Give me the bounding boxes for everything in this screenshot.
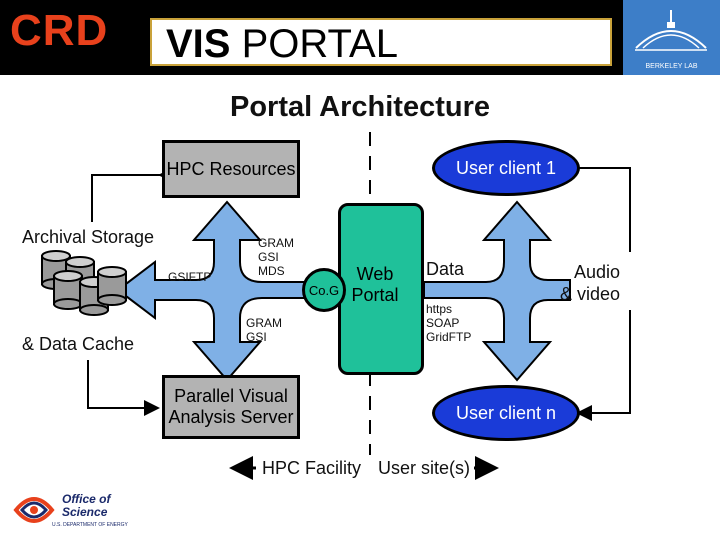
- cache-to-parallel-line: [87, 360, 160, 416]
- vis-portal-banner: VIS PORTAL: [150, 18, 612, 66]
- user-sites-label: User site(s): [378, 458, 471, 478]
- data-label: Data: [426, 259, 465, 279]
- web-portal-label: Web Portal: [351, 264, 399, 305]
- banner-bold: VIS: [166, 22, 231, 66]
- storage-to-hpc-line: [91, 167, 174, 222]
- lab-logo-text: BERKELEY LAB: [645, 63, 698, 70]
- protocol-labels: https SOAP GridFTP: [426, 302, 471, 344]
- database-stack-icon: [41, 250, 127, 316]
- https-label: https: [426, 302, 453, 316]
- cog-node: Co.G: [302, 268, 346, 312]
- hpc-arrow-shape: [116, 200, 341, 382]
- office-of-science-text: Office of Science: [62, 493, 110, 519]
- doe-text: U.S. DEPARTMENT OF ENERGY: [52, 522, 128, 528]
- video-label: & video: [559, 284, 620, 304]
- soap-label: SOAP: [426, 316, 460, 330]
- office-of-science-logo-icon: [13, 497, 55, 523]
- archival-storage-label: Archival Storage: [22, 227, 155, 247]
- gram-label: GRAM: [258, 236, 294, 250]
- hpc-resources-box: HPC Resources: [162, 140, 300, 198]
- gsi-label: GSI: [246, 330, 267, 344]
- gram-label: GRAM: [246, 316, 282, 330]
- banner-rest: PORTAL: [230, 22, 398, 66]
- crd-logo: CRD: [10, 6, 109, 55]
- office-line-2: Science: [62, 505, 108, 519]
- data-cache-label: & Data Cache: [22, 334, 135, 354]
- gridftp-label: GridFTP: [426, 330, 472, 344]
- gram-top-labels: GRAM GSI MDS: [258, 236, 294, 278]
- gsiftp-label: GSIFTP: [168, 270, 212, 284]
- hpc-facility-label: HPC Facility: [262, 458, 362, 478]
- audio-video-label: Audio & video: [556, 261, 620, 305]
- parallel-server-box: Parallel Visual Analysis Server: [162, 375, 300, 439]
- user-client-1-node: User client 1: [432, 140, 580, 196]
- audio-bottom-line: [576, 310, 631, 421]
- page-title: Portal Architecture: [230, 91, 490, 123]
- lab-building-icon: [635, 10, 707, 51]
- mds-label: MDS: [258, 264, 285, 278]
- audio-label: Audio: [573, 262, 620, 282]
- gsi-label: GSI: [258, 250, 279, 264]
- user-client-n-node: User client n: [432, 385, 580, 441]
- audio-top-line: [564, 160, 631, 252]
- berkeley-lab-logo: BERKELEY LAB: [623, 0, 720, 75]
- gram-bottom-labels: GRAM GSI: [246, 316, 282, 344]
- user-arrow-shape: [423, 200, 571, 382]
- office-line-1: Office of: [62, 492, 111, 506]
